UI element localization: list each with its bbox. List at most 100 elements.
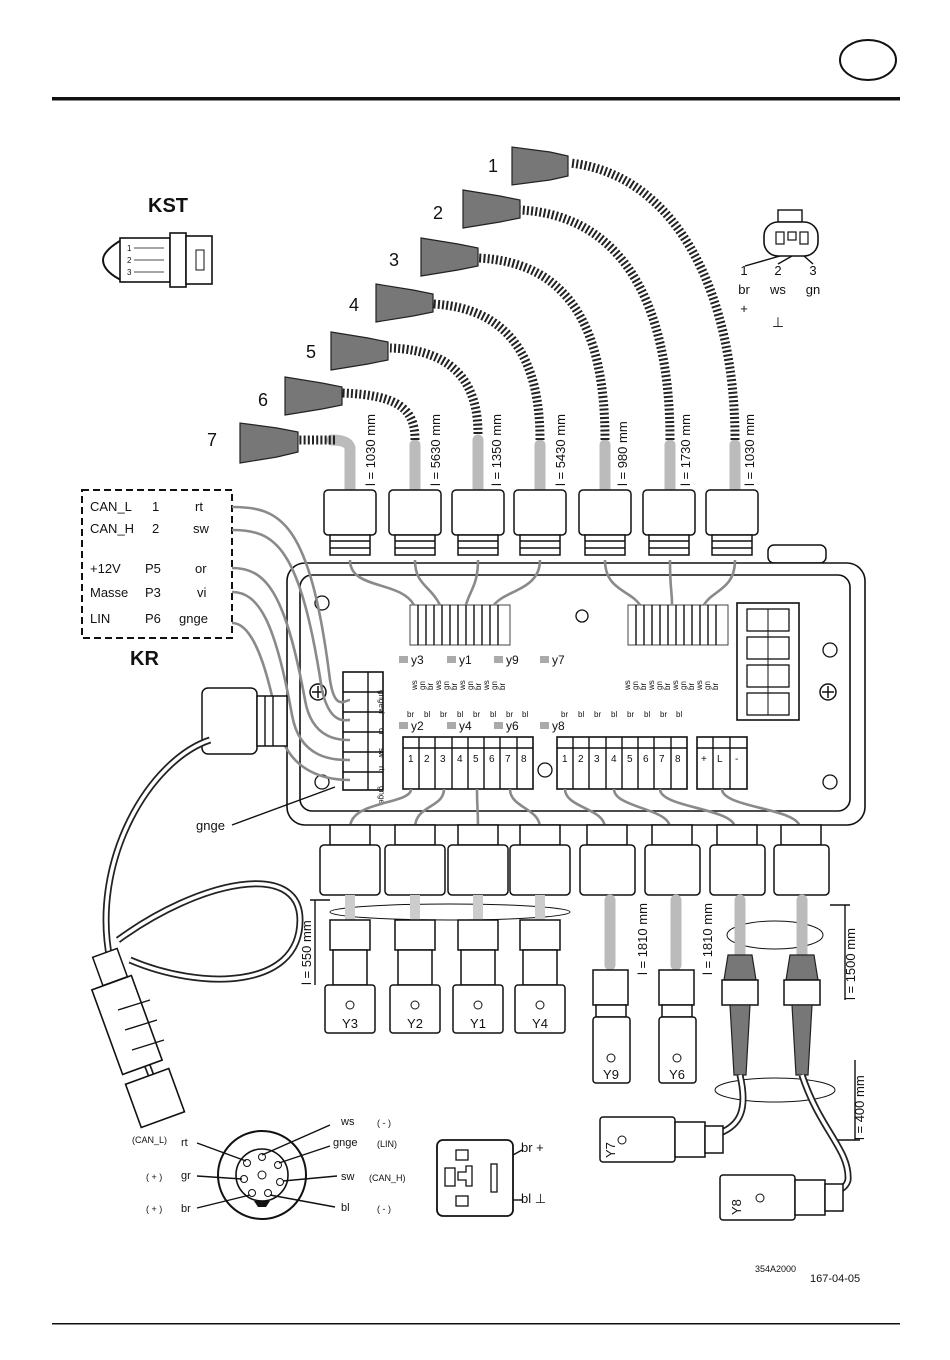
brbl-l-7: bl <box>522 710 528 719</box>
led-row-mid: y2 y4 y6 y8 <box>399 719 565 733</box>
sensor-pin-1-color: br <box>738 282 750 297</box>
kr-row-3-color: or <box>195 561 207 576</box>
wire-color-a-5: br <box>450 683 459 690</box>
wire-color-a-10: gn <box>490 681 499 690</box>
wire-color-a-9: ws <box>482 680 491 691</box>
brbl-l-1: bl <box>424 710 430 719</box>
header-rule <box>52 97 900 101</box>
gland-bottom-y8 <box>773 824 830 896</box>
kr-row-2-signal: CAN_H <box>90 521 134 536</box>
rc-gr: gr <box>181 1170 191 1182</box>
kr-row-4-signal: Masse <box>90 585 128 600</box>
kst-pin-2: 2 <box>127 256 132 265</box>
valve-y9-label: Y9 <box>603 1067 619 1082</box>
rc-ws-code: ( - ) <box>377 1118 391 1128</box>
rc-sw: sw <box>341 1171 355 1183</box>
wire-color-b-3: ws <box>647 680 656 691</box>
kr-row-3-pin: P5 <box>145 561 161 576</box>
terminal-block-right: 1 2 3 4 5 6 7 8 <box>556 736 688 790</box>
gland-bottom-y7 <box>709 824 766 896</box>
gland-bottom-y9 <box>579 824 636 896</box>
valve-y7-label: Y7 <box>603 1142 618 1158</box>
kr-box: CAN_L 1 rt CAN_H 2 sw +12V P5 or Masse P… <box>81 489 233 639</box>
rc-gnge: gnge <box>333 1137 357 1149</box>
sensor-plug-1 <box>511 146 569 186</box>
control-housing: y3 y1 y9 y7 ws gn br ws gn br ws gn br w… <box>286 559 866 829</box>
brbl-l-4: br <box>473 710 480 719</box>
wire-color-labels-b: ws gn br ws gn br ws gn br ws gn br <box>623 680 720 691</box>
term-r-2: 2 <box>578 754 584 765</box>
internal-wires-bottom <box>348 788 802 829</box>
sensor-pin-2-color: ws <box>769 282 786 297</box>
length-1810b: l = 1810 mm <box>700 903 715 975</box>
rc-br: br <box>181 1203 191 1215</box>
cable-6-num: 6 <box>258 390 268 410</box>
valve-y8: Y8 <box>719 1174 844 1221</box>
relay-block <box>736 602 800 721</box>
brbl-l-0: br <box>407 710 414 719</box>
gland-bottom-y1 <box>447 824 509 896</box>
wire-color-b-6: ws <box>671 680 680 691</box>
length-1500: l = 1500 mm <box>843 928 858 1000</box>
wire-color-b-9: ws <box>695 680 704 691</box>
brbl-labels-left: br bl br bl br bl br bl <box>407 710 528 719</box>
brbl-r-1: bl <box>578 710 584 719</box>
term-l-1: 1 <box>408 754 414 765</box>
sensor-plug-7 <box>239 422 299 464</box>
top-glands <box>323 489 827 564</box>
term-r-1: 1 <box>562 754 568 765</box>
valve-plug-top: br + <box>521 1140 544 1155</box>
wire-color-a-2: br <box>426 683 435 690</box>
cable-7-num: 7 <box>207 430 217 450</box>
pin-header-left <box>409 604 511 646</box>
sensor-plug-5 <box>330 331 389 371</box>
screw-icon-right <box>819 683 837 701</box>
led-y4: y4 <box>459 719 472 733</box>
rc-ws: ws <box>340 1116 355 1128</box>
header-circle <box>839 39 897 81</box>
brbl-l-2: br <box>440 710 447 719</box>
sensor-connector: 1 2 3 br ws gn + ⊥ <box>738 209 820 330</box>
valve-y7: Y7 <box>599 1116 724 1163</box>
rc-bl-code: ( - ) <box>377 1204 391 1214</box>
vterm-2: or <box>377 728 386 735</box>
term-r-7: 7 <box>659 754 665 765</box>
valve-y2: Y2 <box>389 895 441 1034</box>
valve-plug-bottom: bl ⊥ <box>521 1191 546 1206</box>
wire-color-b-4: gn <box>655 681 664 690</box>
gland-top-6 <box>388 489 442 556</box>
kr-cable <box>90 687 304 1129</box>
vterm-4: rt <box>377 766 386 772</box>
internal-wires-top <box>348 559 737 606</box>
valve-y6: Y6 <box>658 894 697 1084</box>
rc-bl: bl <box>341 1202 350 1214</box>
gland-bottom-y2 <box>384 824 446 896</box>
gland-bottom-y6 <box>644 824 701 896</box>
brbl-l-3: bl <box>457 710 463 719</box>
kr-row-2-color: sw <box>193 521 210 536</box>
power-plus: + <box>701 754 707 765</box>
gland-top-1 <box>705 489 759 556</box>
wire-color-a-4: gn <box>442 681 451 690</box>
led-y9: y9 <box>506 653 519 667</box>
round-connector: ws ( - ) gnge (LIN) sw (CAN_H) bl ( - ) … <box>132 1116 406 1220</box>
kr-row-3-signal: +12V <box>90 561 121 576</box>
cable-6-length: l = 5630 mm <box>428 414 443 486</box>
valve-plug-face: br + bl ⊥ <box>436 1139 546 1217</box>
cable-5-length: l = 1350 mm <box>489 414 504 486</box>
terminal-block-vertical: gnge vi or sw rt gnge <box>342 671 386 804</box>
wire-color-a-8: br <box>474 683 483 690</box>
wire-color-b-7: gn <box>679 681 688 690</box>
term-l-8: 8 <box>521 754 527 765</box>
drawing-code: 354A2000 <box>755 1264 796 1274</box>
rc-sw-code: (CAN_H) <box>369 1173 406 1183</box>
kst-label: KST <box>148 195 188 217</box>
gland-bottom-y3 <box>319 824 381 896</box>
cable-2-num: 2 <box>433 203 443 223</box>
brbl-labels-right: br bl br bl br bl br bl <box>561 710 682 719</box>
valve-y6-label: Y6 <box>669 1067 685 1082</box>
housing-tab <box>767 544 827 564</box>
brbl-r-6: br <box>660 710 667 719</box>
valve-y3-label: Y3 <box>342 1016 358 1031</box>
cable-2-length: l = 1730 mm <box>678 414 693 486</box>
